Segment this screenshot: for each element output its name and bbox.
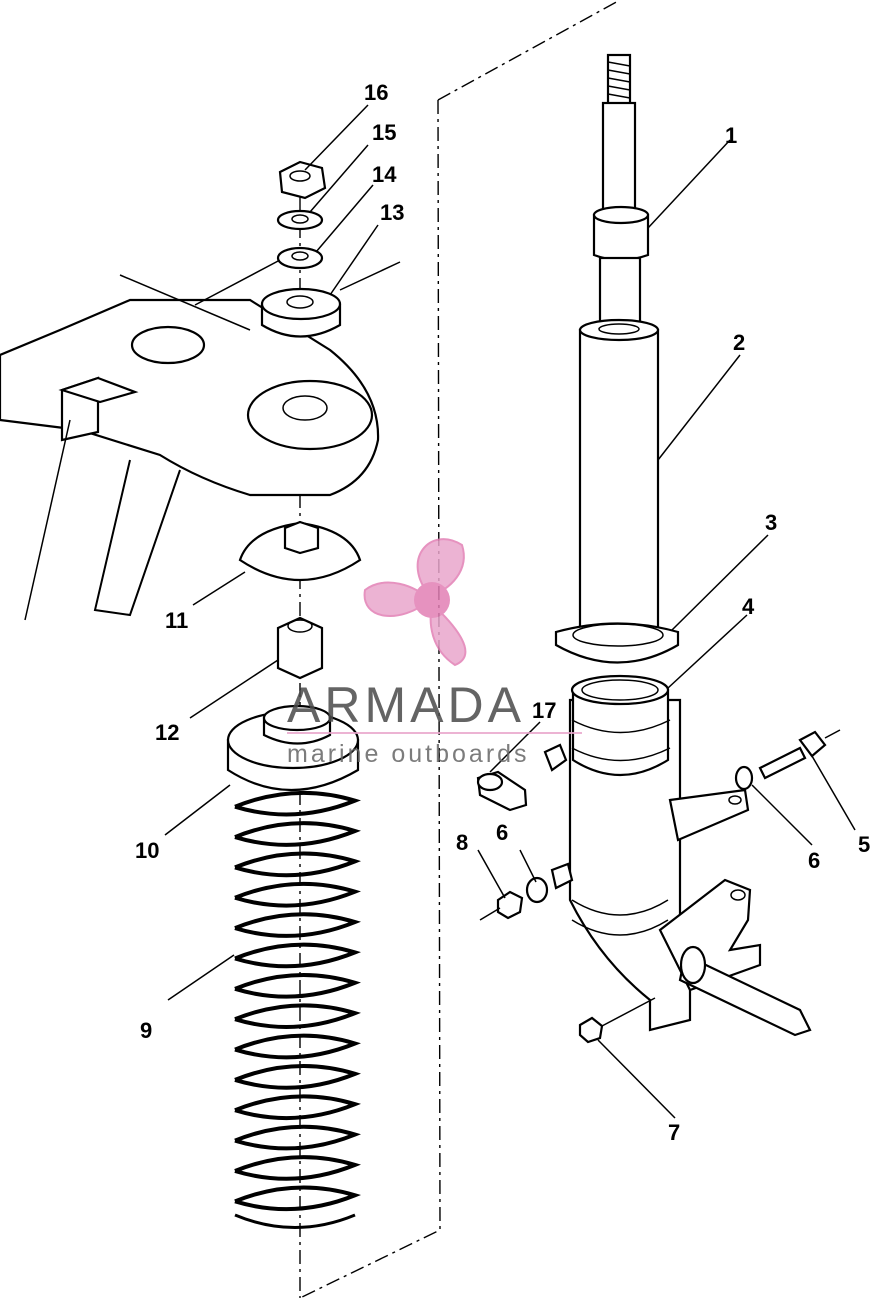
- spring-coil: [234, 1033, 362, 1060]
- leader-lines: [164, 104, 856, 1119]
- callout-5: 5: [858, 832, 870, 857]
- frame-arm: [0, 259, 401, 621]
- callout-3: 3: [765, 510, 777, 535]
- spring-end: [234, 1213, 356, 1229]
- callout-6-left: 6: [496, 820, 508, 845]
- callout-8: 8: [456, 830, 468, 855]
- callout-2: 2: [733, 330, 745, 355]
- callout-14: 14: [372, 162, 397, 187]
- callout-4: 4: [742, 594, 755, 619]
- callout-12: 12: [155, 720, 179, 745]
- spring-coil: [234, 821, 362, 847]
- fastener-hardware: [476, 729, 841, 1044]
- callout-9: 9: [140, 1018, 152, 1043]
- spring-coil: [234, 1064, 362, 1090]
- spring-coil: [234, 912, 362, 938]
- propeller-blade: [416, 538, 465, 598]
- callout-6-right: 6: [808, 848, 820, 873]
- callout-15: 15: [372, 120, 396, 145]
- callout-labels: 16 15 14 13 1 2 3 4 5 6 6 7 8 9 10 11 12…: [135, 80, 870, 1145]
- spring-coil: [234, 1094, 362, 1121]
- callout-11: 11: [165, 608, 188, 633]
- watermark-tagline: marine outboards: [287, 740, 530, 768]
- callout-1: 1: [725, 123, 737, 148]
- callout-17: 17: [532, 698, 556, 723]
- spring-seat: [238, 520, 362, 582]
- propeller-blade: [363, 581, 432, 617]
- armada-watermark: ARMADA marine outboards: [287, 538, 582, 768]
- spring-coil: [234, 851, 362, 878]
- propeller-logo: [363, 538, 467, 667]
- spring-coil: [234, 881, 362, 908]
- spring-coil: [234, 942, 362, 969]
- propeller-hub: [414, 582, 450, 618]
- spring-coil: [234, 790, 362, 817]
- shock-absorber: [554, 53, 680, 664]
- spring-coil: [234, 1003, 362, 1029]
- spring-coil: [234, 1185, 362, 1212]
- spring-coils: [234, 790, 362, 1229]
- top-mount-hardware: [260, 160, 342, 338]
- lock-nut: [276, 616, 324, 680]
- assembly-guides: [299, 0, 621, 1298]
- callout-13: 13: [380, 200, 404, 225]
- strut-housing: [543, 674, 812, 1037]
- callout-7: 7: [668, 1120, 680, 1145]
- coil-spring-assembly: [226, 704, 362, 1229]
- spring-coil: [234, 972, 362, 999]
- callout-16: 16: [364, 80, 388, 105]
- propeller-blade: [429, 602, 467, 667]
- spring-coil: [234, 1155, 362, 1181]
- watermark-brand: ARMADA: [287, 677, 525, 733]
- spring-coil: [234, 1124, 362, 1151]
- callout-10: 10: [135, 838, 159, 863]
